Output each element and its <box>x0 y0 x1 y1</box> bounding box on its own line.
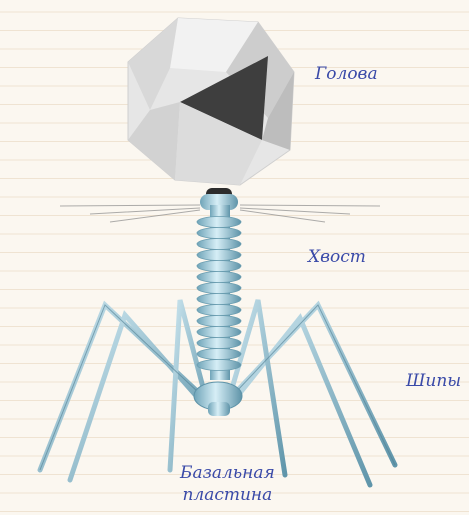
tail-ring <box>197 239 241 250</box>
tail-ring <box>197 327 241 338</box>
tail-ring <box>197 338 241 349</box>
tail-ring <box>197 360 241 371</box>
tail-ring <box>197 228 241 239</box>
label-head: Голова <box>315 63 378 85</box>
tail-ring <box>197 349 241 360</box>
label-base-plate: Базальная пластина <box>180 462 275 506</box>
tail-ring <box>197 217 241 228</box>
head-capsid <box>128 18 294 185</box>
tail-ring <box>197 316 241 327</box>
tail-ring <box>197 305 241 316</box>
tail-ring <box>197 261 241 272</box>
tail-ring <box>197 283 241 294</box>
label-base-plate-line2: пластина <box>180 484 275 506</box>
tail-ring <box>197 294 241 305</box>
tail-ring <box>197 272 241 283</box>
tail-ring <box>197 250 241 261</box>
label-spikes: Шипы <box>406 370 461 392</box>
label-base-plate-line1: Базальная <box>180 462 275 484</box>
label-tail: Хвост <box>308 246 366 268</box>
